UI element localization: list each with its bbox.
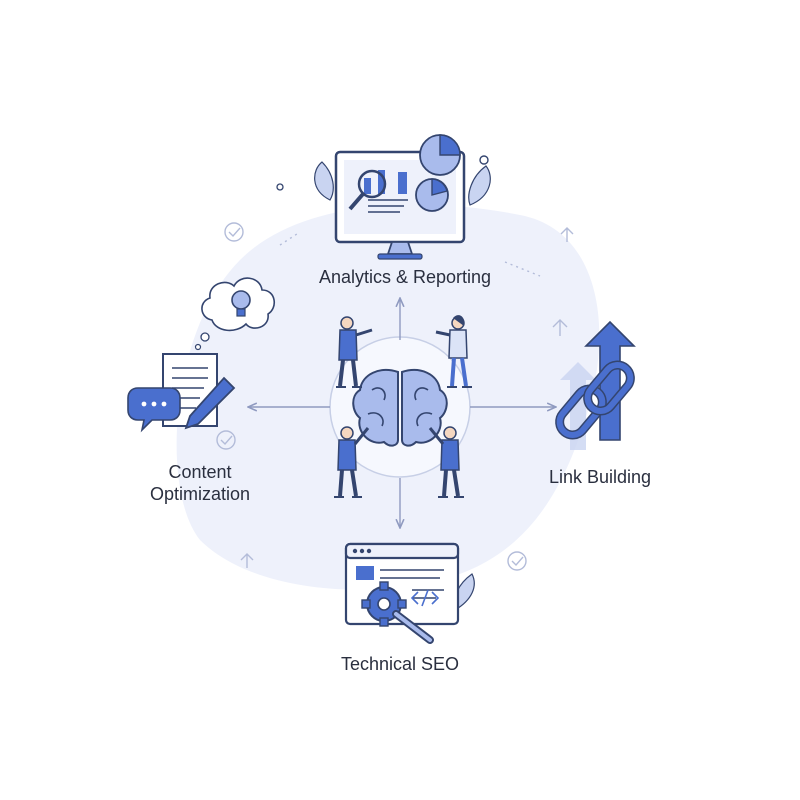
gear-wrench-icon [344,542,475,644]
lightbulb-icon [231,290,251,310]
leaf-decoration [314,161,491,206]
monitor-chart-icon [276,134,491,260]
chat-bubble-icon [127,387,181,433]
arrow-up-icon [240,553,254,568]
arrow-up-icon [552,319,568,336]
connector-arrows [248,298,556,528]
person-bottom-left [334,426,370,498]
check-icon [507,551,527,571]
node-label-link: Link Building [548,467,652,487]
person-top-right [435,315,472,388]
check-icon [224,222,244,242]
decorations [216,222,574,571]
document-pencil-icon [127,277,275,433]
chain-link-icon [555,320,636,450]
node-label-technical: Technical SEO [340,654,460,674]
check-icon [216,430,236,450]
node-label-analytics: Analytics & Reporting [318,267,492,287]
arrow-up-icon [560,227,574,242]
person-bottom-right [428,426,464,498]
arrow-bg [560,362,596,450]
node-label-content-text: Content Optimization [149,462,251,504]
brain-icon [352,369,448,447]
person-top-left [336,316,373,388]
node-label-content: Content Optimization [120,461,280,505]
